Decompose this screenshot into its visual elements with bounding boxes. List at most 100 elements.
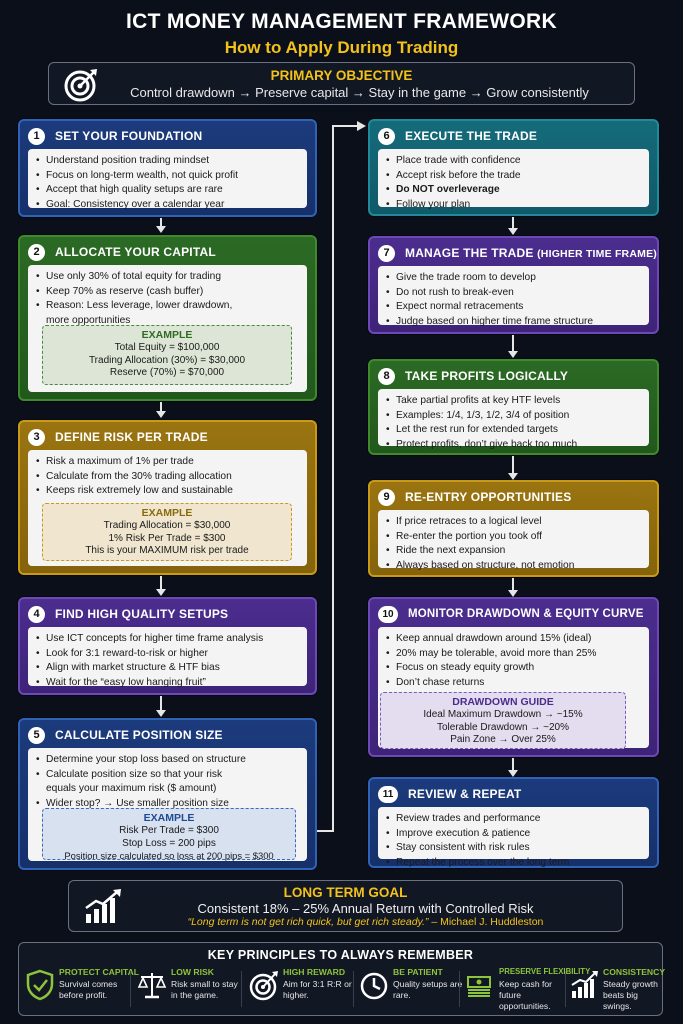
- list-item: Keep 70% as reserve (cash buffer): [36, 285, 299, 300]
- step-number: 8: [378, 367, 395, 385]
- list-item: Calculate from the 30% trading allocatio…: [36, 470, 299, 485]
- list-item: Take partial profits at key HTF levels: [386, 394, 641, 409]
- key-principles-box: KEY PRINCIPLES TO ALWAYS REMEMBER PROTEC…: [18, 942, 666, 1016]
- step-number: 10: [378, 605, 398, 623]
- example-title: EXAMPLE: [141, 507, 193, 519]
- list-item: Repeat the process over the long term: [386, 856, 641, 871]
- example-line: Pain Zone → Over 25%: [450, 734, 556, 745]
- example-line: Ideal Maximum Drawdown → ~15%: [423, 709, 583, 720]
- list-item: Align with market structure & HTF bias: [36, 661, 299, 676]
- list-item: Do not rush to break-even: [386, 286, 641, 301]
- principle-title: PROTECT CAPITAL: [59, 967, 140, 977]
- list-item: Review trades and performance: [386, 812, 641, 827]
- list-item: Expect normal retracements: [386, 300, 641, 315]
- connector-line: [317, 125, 358, 832]
- target-icon: [64, 69, 97, 102]
- primary-objective-box: PRIMARY OBJECTIVE Control drawdown → Pre…: [48, 62, 635, 105]
- example-title: EXAMPLE: [143, 812, 195, 824]
- step-number: 6: [378, 127, 395, 145]
- list-item: more opportunities: [46, 314, 131, 326]
- principle-title: LOW RISK: [171, 967, 214, 977]
- step-title: SET YOUR FOUNDATION: [55, 129, 203, 143]
- list-item: Understand position trading mindset: [36, 154, 299, 169]
- growth-chart-icon: [85, 889, 121, 923]
- step-5-position-size: 5 CALCULATE POSITION SIZE Determine your …: [18, 718, 317, 870]
- step-10-monitor-drawdown: 10 MONITOR DRAWDOWN & EQUITY CURVE Keep a…: [368, 597, 659, 757]
- example-line: Trading Allocation = $30,000: [103, 520, 231, 531]
- list-item: Wider stop? → Use smaller position size: [36, 797, 299, 812]
- step-number: 11: [378, 785, 398, 803]
- list-item: Focus on steady equity growth: [386, 661, 641, 676]
- example-line: 1% Risk Per Trade = $300: [108, 532, 226, 544]
- principle-low-risk: LOW RISK Risk small to stay in the game.: [135, 967, 241, 1013]
- example-line: Stop Loss = 200 pips: [122, 837, 216, 849]
- step-title: FIND HIGH QUALITY SETUPS: [55, 607, 229, 621]
- list-item: Keep annual drawdown around 15% (ideal): [386, 632, 641, 647]
- step-number: 5: [28, 726, 45, 744]
- step-number: 3: [28, 428, 45, 446]
- drawdown-guide-box: DRAWDOWN GUIDE Ideal Maximum Drawdown → …: [380, 692, 626, 749]
- long-term-goal-box: LONG TERM GOAL Consistent 18% – 25% Annu…: [68, 880, 623, 932]
- step-title-qualifier: (HIGHER TIME FRAME): [537, 248, 657, 260]
- example-line: Reserve (70%) = $70,000: [109, 367, 225, 378]
- scale-icon: [137, 973, 167, 999]
- target-icon: [249, 971, 278, 1001]
- principle-consistency: CONSISTENCY Steady growth beats big swin…: [567, 967, 666, 1013]
- list-item: Keeps risk extremely low and sustainable: [36, 484, 299, 499]
- example-line: Trading Allocation (30%) = $30,000: [88, 354, 246, 366]
- principle-desc: Quality setups are rare.: [393, 979, 463, 1000]
- page-subtitle: How to Apply During Trading: [224, 38, 459, 57]
- list-item: Wait for the “easy low hanging fruit”: [36, 676, 299, 691]
- example-line: Tolerable Drawdown → ~20%: [436, 721, 569, 733]
- example-line: This is your MAXIMUM risk per trade: [85, 545, 249, 556]
- step-title: CALCULATE POSITION SIZE: [55, 728, 223, 742]
- list-item: Give the trade room to develop: [386, 271, 641, 286]
- principle-desc: Survival comes before profit.: [59, 979, 118, 1000]
- step-number: 1: [28, 127, 45, 145]
- list-item: Place trade with confidence: [386, 154, 641, 169]
- example-line: Position size calculated so loss at 200 …: [64, 850, 274, 861]
- objective-label: PRIMARY OBJECTIVE: [270, 68, 413, 83]
- list-item: If price retraces to a logical level: [386, 515, 641, 530]
- step-title: MANAGE THE TRADE: [405, 246, 534, 260]
- example-box: EXAMPLE Risk Per Trade = $300 Stop Loss …: [42, 808, 296, 861]
- clock-icon: [360, 972, 388, 1000]
- principle-title: CONSISTENCY: [603, 967, 666, 977]
- list-item: Look for 3:1 reward-to-risk or higher: [36, 647, 299, 662]
- list-item: equals your maximum risk ($ amount): [46, 783, 217, 795]
- step-6-execute-trade: 6 EXECUTE THE TRADE Place trade with conf…: [368, 119, 659, 216]
- list-item: Don’t chase returns: [386, 676, 641, 691]
- principle-desc: Aim for 3:1 R:R or higher.: [283, 979, 352, 1000]
- step-1-set-foundation: 1 SET YOUR FOUNDATION Understand position…: [18, 119, 317, 217]
- cash-stack-icon: [467, 976, 491, 997]
- example-line: Total Equity = $100,000: [114, 342, 220, 353]
- step-number: 2: [28, 243, 45, 261]
- list-item: Let the rest run for extended targets: [386, 423, 641, 438]
- step-number: 9: [378, 488, 395, 506]
- list-item: Do NOT overleverage: [386, 183, 641, 198]
- step-title: MONITOR DRAWDOWN & EQUITY CURVE: [408, 608, 644, 620]
- principle-title: PRESERVE FLEXIBILITY: [499, 967, 591, 976]
- principle-preserve-flexibility: PRESERVE FLEXIBILITY Keep cash for futur…: [463, 967, 590, 1013]
- example-box: EXAMPLE Total Equity = $100,000 Trading …: [42, 325, 292, 385]
- step-title: RE-ENTRY OPPORTUNITIES: [405, 490, 572, 504]
- principle-desc: Keep cash for future opportunities.: [499, 979, 553, 1011]
- step-title: EXECUTE THE TRADE: [405, 129, 538, 143]
- list-item: Re-enter the portion you took off: [386, 530, 641, 545]
- list-item: Determine your stop loss based on struct…: [36, 753, 299, 768]
- principle-desc: Steady growth beats big swings.: [603, 979, 658, 1011]
- list-item: Use ICT concepts for higher time frame a…: [36, 632, 299, 647]
- list-item: Accept that high quality setups are rare: [36, 183, 299, 198]
- principle-protect-capital: PROTECT CAPITAL Survival comes before pr…: [23, 967, 139, 1013]
- shield-check-icon: [26, 969, 54, 1001]
- list-item: Improve execution & patience: [386, 827, 641, 842]
- list-item: 20% may be tolerable, avoid more than 25…: [386, 647, 641, 662]
- example-title: DRAWDOWN GUIDE: [452, 696, 554, 708]
- list-item: Examples: 1/4, 1/3, 1/2, 3/4 of position: [386, 409, 641, 424]
- list-item: Follow your plan: [386, 198, 641, 213]
- key-principles-title: KEY PRINCIPLES TO ALWAYS REMEMBER: [207, 948, 474, 962]
